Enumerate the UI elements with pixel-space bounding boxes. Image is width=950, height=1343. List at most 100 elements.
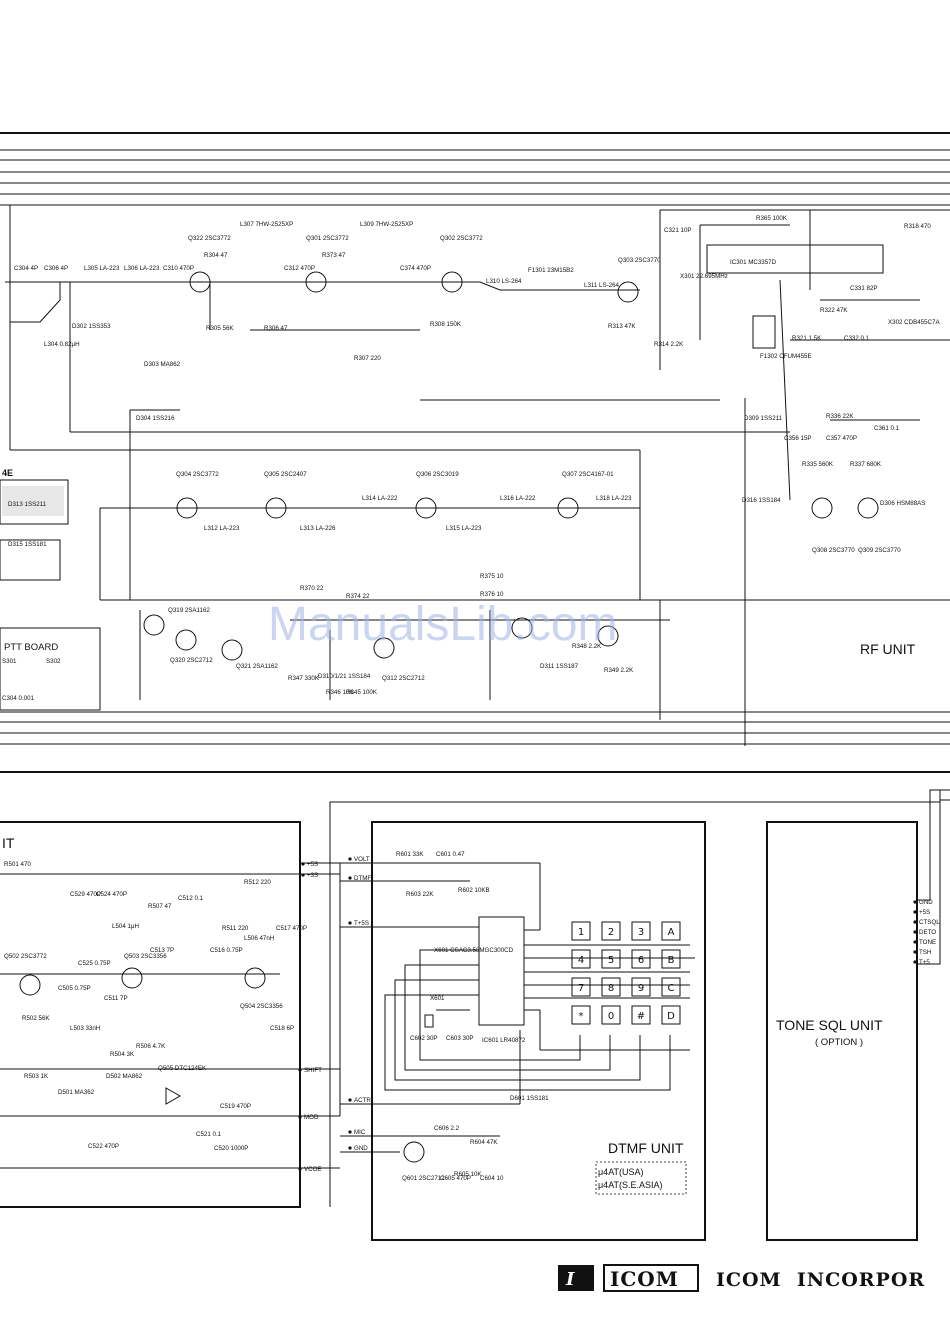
component-label: D311 1SS187 xyxy=(540,663,579,670)
component-label: R502 56K xyxy=(22,1015,50,1022)
component-label: R512 220 xyxy=(244,879,271,886)
component-label: L311 LS-264 xyxy=(584,282,620,289)
ic601-body xyxy=(478,916,525,1026)
component-label: L309 7HW-2525XP xyxy=(360,221,413,228)
keypad-key-box xyxy=(661,949,681,969)
component-label: C601 0.47 xyxy=(436,851,465,858)
component-label: R503 1K xyxy=(24,1073,49,1080)
component-label: C361 0.1 xyxy=(874,425,900,432)
component-label: R336 22K xyxy=(826,413,854,420)
component-label: F1301 23M15B2 xyxy=(528,267,574,274)
company-name: ICOM INCORPOR xyxy=(716,1269,925,1291)
pin-dot xyxy=(913,920,917,924)
keypad-key-box xyxy=(661,921,681,941)
component-label: C356 15P xyxy=(784,435,812,442)
component-label: Q302 2SC3772 xyxy=(440,235,483,242)
ptt-board-label: PTT BOARD xyxy=(4,642,58,653)
component-label: C602 30P xyxy=(410,1035,438,1042)
component-label: L306 LA-223 xyxy=(124,265,160,272)
keypad-key-label: # xyxy=(637,1011,645,1022)
component-label: D502 MA862 xyxy=(106,1073,143,1080)
keypad-key-box xyxy=(631,977,651,997)
component-label: R322 47K xyxy=(820,307,848,314)
pin-dot xyxy=(298,1167,302,1171)
component-label: L506 47nH xyxy=(244,935,274,942)
component-label: D303 MA862 xyxy=(144,361,181,368)
component-label: C505 0.75P xyxy=(58,985,91,992)
dtmf-variant-asia: μ4AT(S.E.ASIA) xyxy=(598,1180,663,1190)
rf-unit-title: RF UNIT xyxy=(860,641,916,657)
component-label: Q320 2SC2712 xyxy=(170,657,213,664)
component-label: C331 82P xyxy=(850,285,878,292)
component-label: C310 470P xyxy=(163,265,194,272)
pin-dot xyxy=(913,940,917,944)
component-label: R314 2.2K xyxy=(654,341,684,348)
component-label: C312 470P xyxy=(284,265,315,272)
component-label: R306 47 xyxy=(264,325,288,332)
pin-label: GND xyxy=(919,899,933,906)
pin-dot xyxy=(348,1146,352,1150)
keypad-key-label: 0 xyxy=(608,1011,614,1022)
component-label: X601 xyxy=(430,995,445,1002)
component-label: Q312 2SC2712 xyxy=(382,675,425,682)
component-label: C605 470P xyxy=(440,1175,471,1182)
component-label: Q321 2SA1162 xyxy=(236,663,278,670)
component-label: D601 1SS181 xyxy=(510,1095,549,1102)
keypad-key-box xyxy=(571,921,591,941)
component-label: L313 LA-226 xyxy=(300,525,336,532)
keypad-key-label: C xyxy=(668,983,675,994)
keypad-key-box xyxy=(661,977,681,997)
component-label: L503 33nH xyxy=(70,1025,100,1032)
component-label: D309 1SS211 xyxy=(744,415,783,422)
pin-label: ACTR xyxy=(354,1097,371,1104)
pin-dot xyxy=(913,900,917,904)
keypad-key-box xyxy=(601,977,621,997)
component-label: L316 LA-222 xyxy=(500,495,536,502)
pin-dot xyxy=(913,950,917,954)
component-label: Q303 2SC3770 xyxy=(618,257,661,264)
pin-dot xyxy=(301,873,305,877)
component-label: D315 1SS181 xyxy=(8,541,47,548)
component-label: L318 LA-223 xyxy=(596,495,632,502)
component-label: R308 150K xyxy=(430,321,462,328)
keypad-key-label: D xyxy=(667,1011,675,1022)
pin-dot xyxy=(348,857,352,861)
keypad-key-box xyxy=(631,1005,651,1025)
pin-label: T+5S xyxy=(354,920,369,927)
keypad-key-label: 2 xyxy=(608,927,614,938)
component-label: C604 10 xyxy=(480,1175,504,1182)
component-label: L504 1μH xyxy=(112,923,139,930)
rf-unit-bus xyxy=(0,132,950,773)
component-label: C518 6P xyxy=(270,1025,294,1032)
component-label: R313 47K xyxy=(608,323,636,330)
component-label: C304 4P xyxy=(14,265,38,272)
pin-dot xyxy=(913,930,917,934)
keypad-key-label: 8 xyxy=(608,983,614,994)
pin-dot xyxy=(298,1115,302,1119)
component-label: R501 470 xyxy=(4,861,31,868)
component-label: Q307 2SC4167-01 xyxy=(562,471,614,478)
pin-label: GND xyxy=(354,1145,368,1152)
pin-dot xyxy=(301,862,305,866)
component-label: IC601 LR40872 xyxy=(482,1037,526,1044)
component-label: D306 HSM88AS xyxy=(880,500,925,507)
rf-unit-circuit xyxy=(0,205,950,746)
component-label: C517 470P xyxy=(276,925,307,932)
component-label: D313 1SS211 xyxy=(8,501,47,508)
component-label: C357 470P xyxy=(826,435,857,442)
keypad-key-box xyxy=(571,949,591,969)
component-label: C606 2.2 xyxy=(434,1125,460,1132)
component-label: L305 LA-223 xyxy=(84,265,120,272)
keypad-key-box xyxy=(631,921,651,941)
keypad-key-label: B xyxy=(668,955,675,966)
component-label: C374 470P xyxy=(400,265,431,272)
component-label: Q502 2SC3772 xyxy=(4,953,47,960)
component-label: C521 0.1 xyxy=(196,1131,222,1138)
component-label: C520 1000P xyxy=(214,1145,248,1152)
component-label: R318 470 xyxy=(904,223,931,230)
pin-label: DTMF xyxy=(354,875,371,882)
component-label: R375 10 xyxy=(480,573,504,580)
keypad-key-label: 9 xyxy=(638,983,644,994)
